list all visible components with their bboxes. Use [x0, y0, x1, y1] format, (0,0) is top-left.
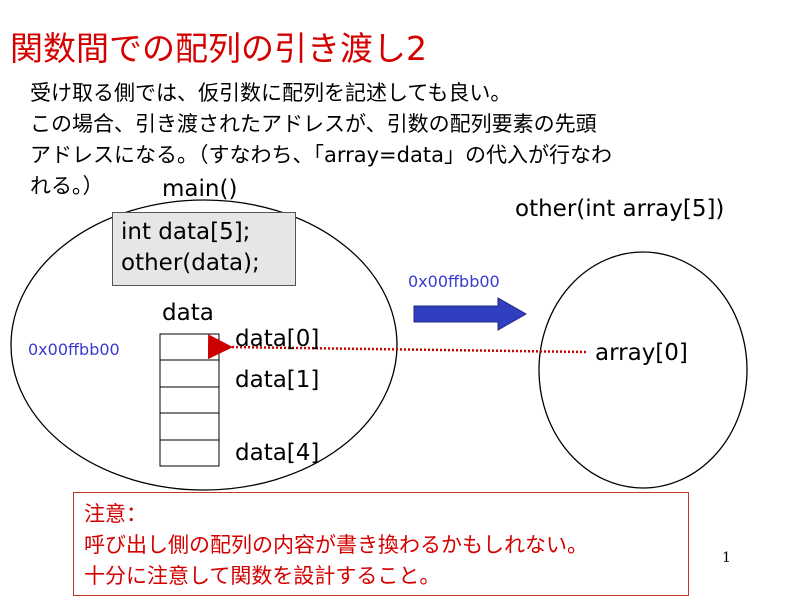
data-array-cells	[159, 333, 220, 467]
array-cell	[159, 359, 220, 388]
page-number: 1	[722, 550, 731, 566]
array-cell	[159, 333, 220, 361]
element-label-4: data[4]	[235, 440, 320, 466]
intro-text: 受け取る側では、仮引数に配列を記述しても良い。 この場合、引き渡されたアドレスが…	[30, 78, 770, 202]
code-box: int data[5]; other(data);	[112, 212, 296, 286]
pass-arrow	[413, 297, 528, 331]
caution-line: 十分に注意して関数を設計すること。	[84, 564, 441, 588]
code-line: other(data);	[121, 250, 260, 276]
element-label-0: data[0]	[235, 326, 320, 352]
other-label: other(int array[5])	[515, 196, 725, 222]
other-scope-ellipse	[538, 251, 748, 489]
element-label-1: data[1]	[235, 367, 320, 393]
main-scope-ellipse	[10, 199, 398, 491]
intro-line: 受け取る側では、仮引数に配列を記述しても良い。	[30, 81, 512, 105]
intro-line: アドレスになる。（すなわち、「array=data」の代入が行なわ	[30, 143, 612, 167]
array-cell	[159, 386, 220, 414]
array-cell	[159, 439, 220, 467]
caution-box: 注意： 呼び出し側の配列の内容が書き換わるかもしれない。 十分に注意して関数を設…	[73, 492, 689, 596]
code-line: int data[5];	[121, 219, 251, 245]
passed-address: 0x00ffbb00	[408, 272, 500, 291]
intro-line: この場合、引き渡されたアドレスが、引数の配列要素の先頭	[30, 112, 597, 136]
slide-title: 関数間での配列の引き渡し2	[10, 29, 427, 68]
caution-line: 呼び出し側の配列の内容が書き換わるかもしれない。	[84, 533, 588, 557]
caution-heading: 注意：	[84, 502, 147, 526]
intro-line: れる。）	[30, 174, 104, 198]
array-name-label: data	[162, 300, 214, 326]
array-cell	[159, 412, 220, 441]
param-label: array[0]	[595, 340, 688, 366]
array-address: 0x00ffbb00	[28, 340, 120, 359]
main-label: main()	[162, 176, 238, 202]
